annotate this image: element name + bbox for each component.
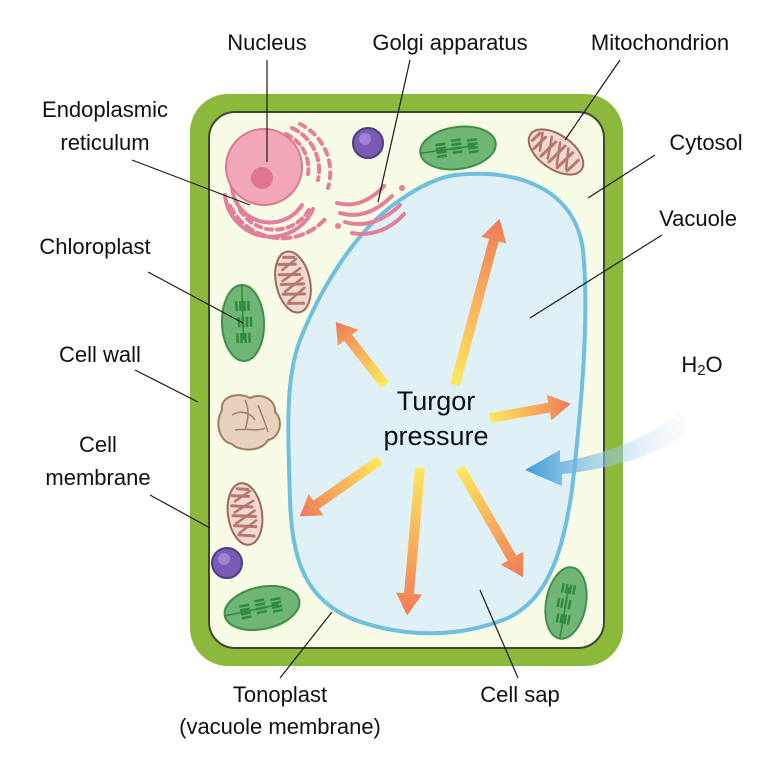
nucleus-icon (225, 128, 303, 206)
leader-chloroplast (147, 271, 244, 324)
leader-er (131, 159, 251, 206)
label-er-line1: Endoplasmic (42, 97, 168, 122)
turgor-arrow (450, 218, 507, 387)
turgor-arrow (489, 394, 571, 423)
label-tonoplast-line1: Tonoplast (233, 682, 327, 707)
label-tonoplast-line2: (vacuole membrane) (179, 714, 381, 739)
leader-cytosol (587, 154, 656, 199)
label-mitochondrion: Mitochondrion (591, 30, 729, 55)
label-cell-wall: Cell wall (59, 342, 141, 367)
turgor-arrow (455, 465, 524, 578)
label-turgor-line2: pressure (383, 421, 488, 451)
amyloplast-icon (217, 394, 281, 451)
turgor-arrows (299, 218, 571, 616)
label-nucleus: Nucleus (227, 30, 306, 55)
vesicle-icon (211, 547, 243, 579)
label-vacuole: Vacuole (659, 206, 737, 231)
label-golgi: Golgi apparatus (372, 30, 527, 55)
label-turgor-line1: Turgor (397, 386, 476, 416)
vacuole (286, 171, 588, 636)
water-influx-arrow (525, 388, 715, 486)
leader-cell-sap (479, 589, 519, 679)
leader-vacuole (529, 234, 663, 319)
turgor-arrow (299, 455, 383, 517)
label-cell-sap: Cell sap (480, 682, 559, 707)
leader-mitochondrion (564, 59, 621, 141)
leader-tonoplast (279, 611, 333, 679)
leader-lines (131, 59, 663, 679)
label-cell-membrane-line2: membrane (45, 465, 150, 490)
label-cell-membrane-line1: Cell (79, 432, 117, 457)
leader-golgi (377, 59, 411, 203)
turgor-arrow (396, 467, 425, 616)
label-er-line2: reticulum (60, 130, 149, 155)
leader-cell-wall (134, 369, 199, 403)
vesicle-icon (352, 127, 384, 159)
leader-cell-membrane (149, 494, 211, 529)
turgor-arrow (335, 321, 389, 389)
endoplasmic-reticulum-icon (223, 122, 333, 241)
golgi-icon (335, 184, 406, 236)
label-chloroplast: Chloroplast (39, 234, 150, 259)
label-cytosol: Cytosol (669, 130, 742, 155)
label-water: H2O (681, 352, 722, 379)
